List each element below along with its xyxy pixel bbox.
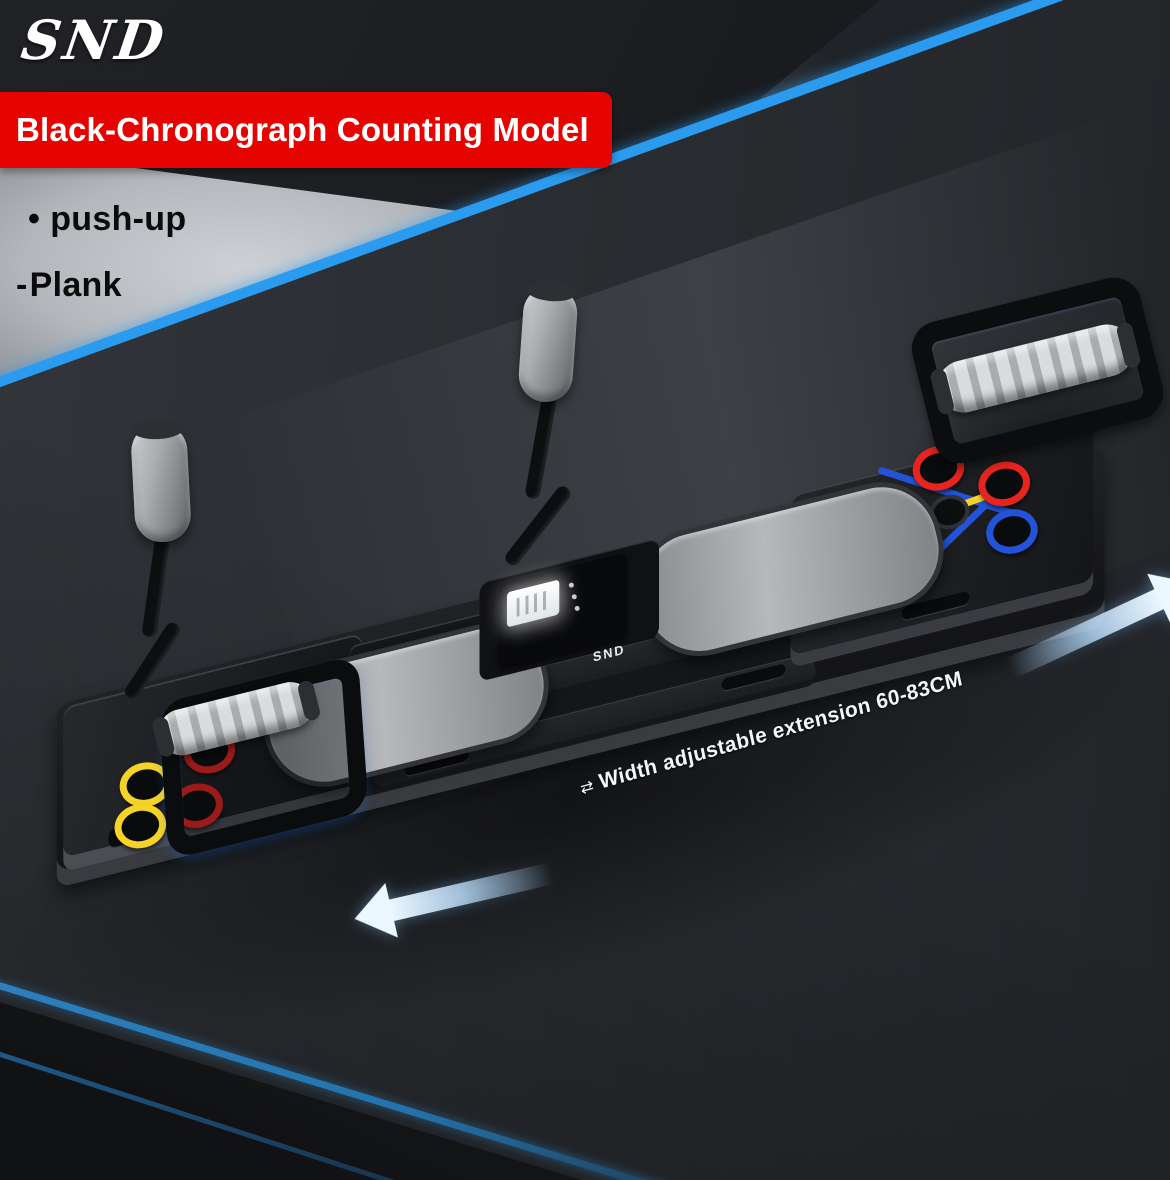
foam-grip-center bbox=[517, 279, 579, 404]
foam-grip-left bbox=[129, 417, 193, 544]
title-banner: Black-Chronograph Counting Model bbox=[0, 92, 612, 168]
feature-label: Plank bbox=[29, 266, 122, 304]
width-arrows-icon: ⇄ bbox=[578, 777, 596, 799]
bullet: • bbox=[28, 200, 41, 238]
feature-plank: -Plank bbox=[16, 266, 122, 305]
feature-label: push-up bbox=[50, 200, 187, 238]
bullet: - bbox=[16, 266, 28, 304]
lcd-digits bbox=[516, 590, 550, 617]
banner-title: Black-Chronograph Counting Model bbox=[16, 111, 589, 148]
feature-push-up: •push-up bbox=[28, 200, 186, 239]
brand-logo: SND bbox=[17, 8, 171, 72]
